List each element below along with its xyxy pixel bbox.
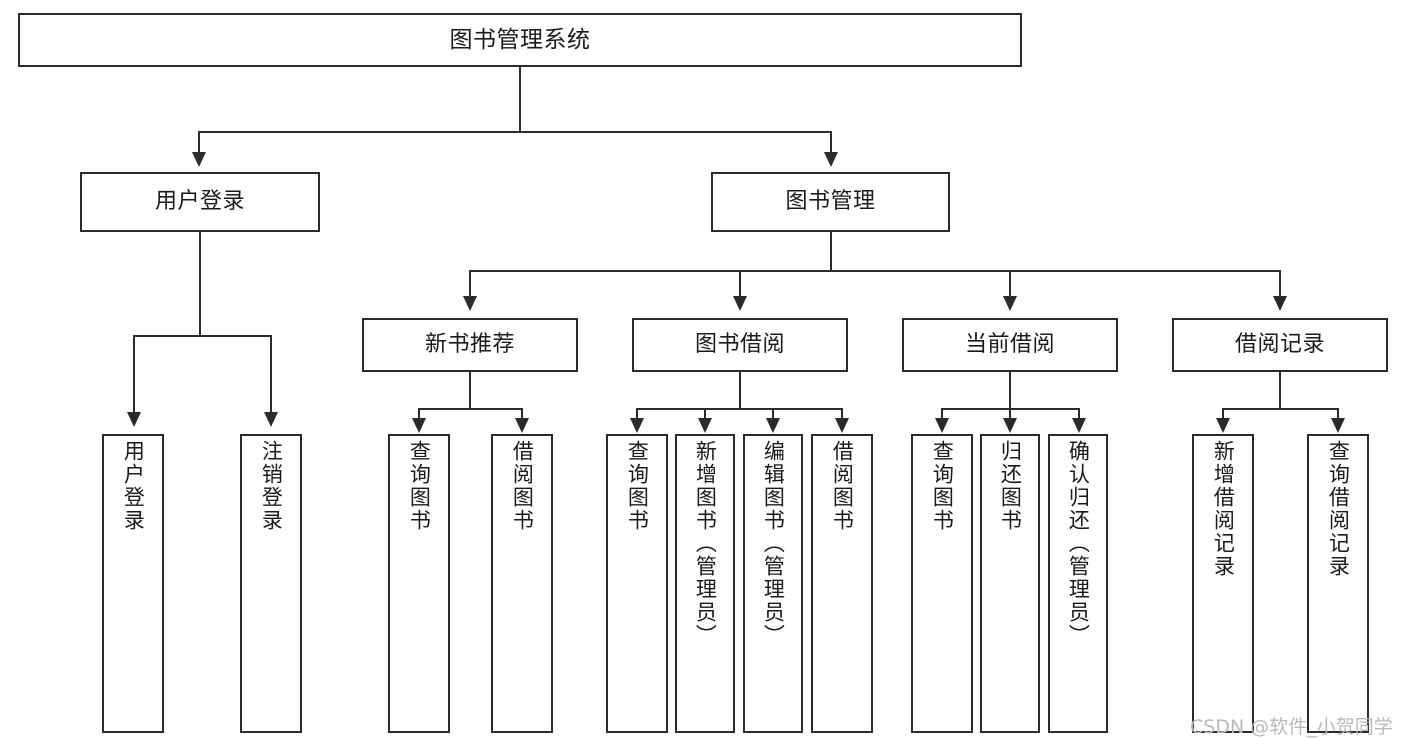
node-label: 确认归还（管理员） <box>1066 440 1091 647</box>
edge-book-management-stem <box>830 232 832 272</box>
node-label: 当前借阅 <box>964 332 1055 358</box>
node-borrow-record[interactable]: 借阅记录 <box>1172 318 1388 372</box>
edge-bb-drop-3 <box>772 408 774 420</box>
edge-root-stem <box>519 67 521 132</box>
edge-book-borrow-stem <box>739 372 741 410</box>
leaf-cb-return-book[interactable]: 归还图书 <box>980 434 1040 733</box>
edge-book-borrow-bus <box>636 408 843 410</box>
arrowhead-leaf-bb-1 <box>630 418 644 433</box>
edge-cb-drop-2 <box>1009 408 1011 420</box>
leaf-bb-borrow-book[interactable]: 借阅图书 <box>811 434 873 733</box>
arrowhead-leaf-nbr-1 <box>412 418 426 433</box>
leaf-user-login[interactable]: 用户登录 <box>102 434 164 733</box>
edge-user-login-stem <box>199 232 201 336</box>
edge-user-login-bus <box>133 335 271 337</box>
node-label: 查询图书 <box>625 440 650 532</box>
edge-bb-drop-4 <box>841 408 843 420</box>
edge-nbr-drop-2 <box>521 408 523 420</box>
arrowhead-leaf-logout <box>264 412 278 427</box>
edge-to-book-borrow <box>739 270 741 298</box>
node-label: 用户登录 <box>121 440 146 532</box>
arrowhead-leaf-bb-4 <box>835 418 849 433</box>
leaf-bb-query-book[interactable]: 查询图书 <box>606 434 668 733</box>
arrowhead-current-borrow <box>1003 296 1017 311</box>
edge-level3-bus <box>469 270 1281 272</box>
arrowhead-leaf-user-login <box>127 412 141 427</box>
node-root-book-management-system[interactable]: 图书管理系统 <box>18 13 1022 67</box>
edge-borrow-record-stem <box>1279 372 1281 410</box>
arrowhead-leaf-br-1 <box>1216 418 1230 433</box>
node-label: 新书推荐 <box>424 332 515 358</box>
edge-new-book-recommend-bus <box>418 408 522 410</box>
arrowhead-leaf-br-2 <box>1331 418 1345 433</box>
leaf-bb-edit-book-admin[interactable]: 编辑图书（管理员） <box>743 434 803 733</box>
node-label: 借阅图书 <box>830 440 855 532</box>
leaf-bb-add-book-admin[interactable]: 新增图书（管理员） <box>675 434 735 733</box>
node-label: 新增图书（管理员） <box>693 440 718 647</box>
node-label: 图书借阅 <box>694 332 785 358</box>
arrowhead-borrow-record <box>1273 296 1287 311</box>
arrowhead-new-book-recommend <box>463 296 477 311</box>
node-label: 查询借阅记录 <box>1326 440 1351 578</box>
arrowhead-leaf-cb-2 <box>1003 418 1017 433</box>
arrowhead-leaf-nbr-2 <box>515 418 529 433</box>
node-label: 图书管理 <box>785 189 876 215</box>
watermark-csdn: CSDN @软件_小贺同学 <box>1190 716 1393 738</box>
node-label: 图书管理系统 <box>449 26 591 53</box>
edge-new-book-recommend-stem <box>469 372 471 410</box>
edge-current-borrow-stem <box>1009 372 1011 410</box>
node-new-book-recommend[interactable]: 新书推荐 <box>362 318 578 372</box>
edge-to-user-login <box>198 131 200 155</box>
edge-br-drop-2 <box>1337 408 1339 420</box>
arrowhead-leaf-bb-3 <box>766 418 780 433</box>
edge-to-current-borrow <box>1009 270 1011 298</box>
node-label: 新增借阅记录 <box>1211 440 1236 578</box>
arrowhead-user-login <box>192 152 206 167</box>
edge-bb-drop-2 <box>704 408 706 420</box>
node-label: 注销登录 <box>259 440 284 532</box>
leaf-br-add-record[interactable]: 新增借阅记录 <box>1192 434 1254 733</box>
node-book-borrow[interactable]: 图书借阅 <box>632 318 848 372</box>
node-current-borrow[interactable]: 当前借阅 <box>902 318 1118 372</box>
leaf-nbr-borrow-book[interactable]: 借阅图书 <box>491 434 553 733</box>
node-label: 归还图书 <box>998 440 1023 532</box>
edge-br-drop-1 <box>1222 408 1224 420</box>
arrowhead-leaf-cb-1 <box>935 418 949 433</box>
edge-to-borrow-record <box>1279 270 1281 298</box>
node-label: 用户登录 <box>154 189 245 215</box>
leaf-br-query-record[interactable]: 查询借阅记录 <box>1307 434 1369 733</box>
leaf-cb-confirm-return-admin[interactable]: 确认归还（管理员） <box>1048 434 1108 733</box>
node-book-management[interactable]: 图书管理 <box>711 172 950 232</box>
edge-to-book-management <box>830 131 832 155</box>
arrowhead-book-management <box>824 152 838 167</box>
edge-nbr-drop-1 <box>418 408 420 420</box>
edge-borrow-record-bus <box>1222 408 1338 410</box>
node-label: 编辑图书（管理员） <box>761 440 786 647</box>
edge-user-login-drop-1 <box>133 335 135 415</box>
edge-bb-drop-1 <box>636 408 638 420</box>
edge-cb-drop-3 <box>1078 408 1080 420</box>
leaf-logout[interactable]: 注销登录 <box>240 434 302 733</box>
leaf-nbr-query-book[interactable]: 查询图书 <box>388 434 450 733</box>
edge-to-new-book-recommend <box>469 270 471 298</box>
arrowhead-book-borrow <box>733 296 747 311</box>
node-label: 查询图书 <box>930 440 955 532</box>
node-label: 借阅记录 <box>1234 332 1325 358</box>
node-label: 查询图书 <box>407 440 432 532</box>
node-user-login[interactable]: 用户登录 <box>80 172 320 232</box>
arrowhead-leaf-cb-3 <box>1072 418 1086 433</box>
leaf-cb-query-book[interactable]: 查询图书 <box>911 434 973 733</box>
edge-user-login-drop-2 <box>270 335 272 415</box>
edge-level2-bus <box>198 131 832 133</box>
node-label: 借阅图书 <box>510 440 535 532</box>
edge-cb-drop-1 <box>941 408 943 420</box>
arrowhead-leaf-bb-2 <box>698 418 712 433</box>
